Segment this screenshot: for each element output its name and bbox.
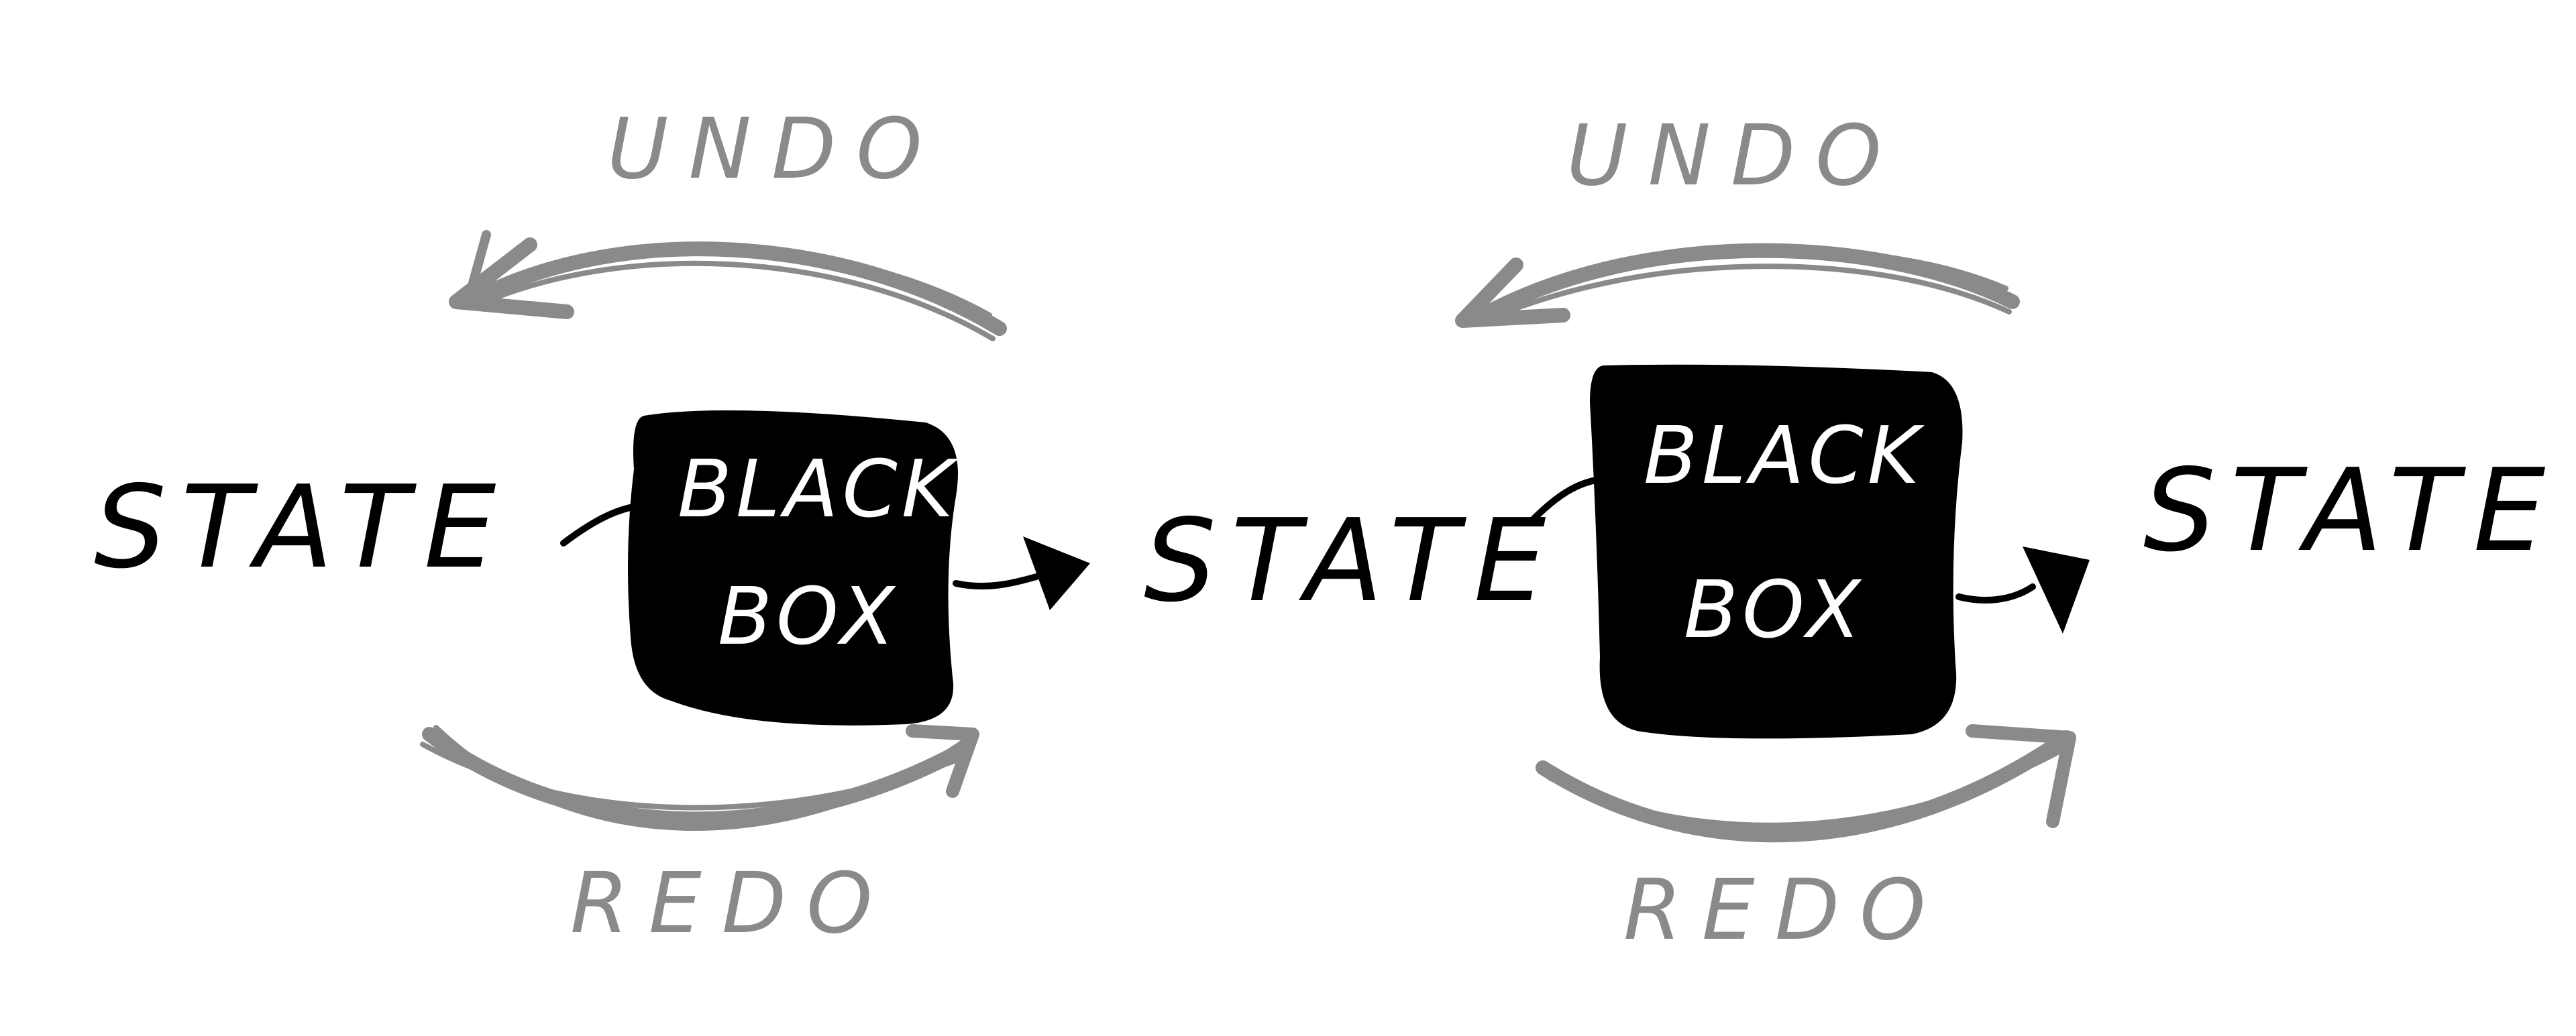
connector-out-2 bbox=[1955, 583, 2036, 603]
black-box-2-line2: BOX bbox=[1684, 563, 1865, 656]
connector-in-1 bbox=[560, 503, 641, 546]
redo-label-1: REDO bbox=[570, 855, 892, 952]
arrowhead-2 bbox=[2023, 546, 2090, 634]
redo-arrow-2 bbox=[1536, 724, 2076, 843]
black-box-2-line1: BLACK bbox=[1644, 409, 1925, 502]
connector-in-2 bbox=[1529, 476, 1603, 523]
redo-arrow-1 bbox=[420, 724, 979, 831]
black-box-1: BLACK BOX bbox=[628, 410, 959, 726]
connector-out-1 bbox=[953, 573, 1040, 590]
state-label-1: STATE bbox=[94, 461, 511, 594]
black-box-2-shape bbox=[1590, 364, 1963, 739]
black-box-1-line1: BLACK bbox=[678, 443, 959, 535]
black-box-1-shape bbox=[628, 410, 958, 726]
black-box-2: BLACK BOX bbox=[1590, 364, 1963, 739]
black-box-1-line2: BOX bbox=[718, 570, 899, 663]
flow-arrowheads bbox=[1023, 536, 2090, 634]
arrowhead-1 bbox=[1023, 536, 1090, 610]
state-label-3: STATE bbox=[2143, 445, 2560, 577]
redo-label-2: REDO bbox=[1623, 862, 1945, 959]
undo-label-1: UNDO bbox=[607, 101, 943, 198]
undo-label-2: UNDO bbox=[1566, 107, 1902, 205]
undo-arrow-1 bbox=[449, 230, 1007, 341]
state-label-2: STATE bbox=[1144, 495, 1560, 628]
flow-connectors bbox=[560, 476, 2036, 603]
undo-arrow-2 bbox=[1455, 243, 2020, 328]
